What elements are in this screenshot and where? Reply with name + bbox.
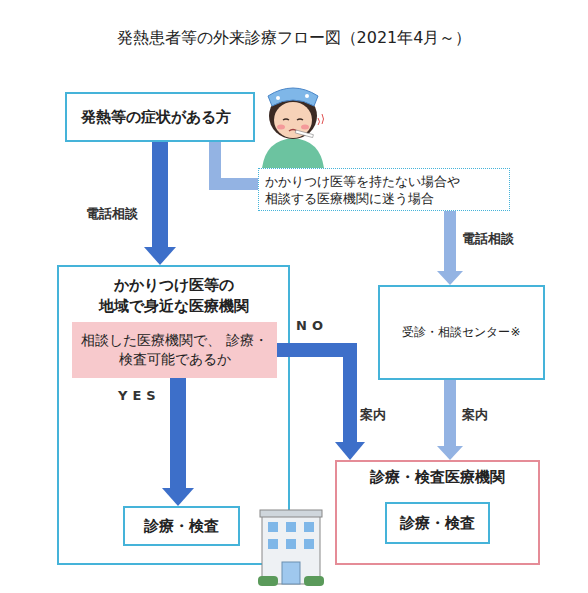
building-illustration bbox=[256, 506, 326, 590]
sick-person-illustration bbox=[252, 78, 334, 168]
edge-label: YES bbox=[118, 388, 161, 403]
diagram-title: 発熱患者等の外来診療フロー図（2021年4月～） bbox=[0, 28, 588, 49]
connector-line bbox=[215, 142, 258, 184]
consult-center-box: 受診・相談センター※ bbox=[378, 285, 545, 380]
flow-label: 案内 bbox=[360, 406, 386, 424]
connector-line bbox=[152, 142, 168, 247]
edge-label: 電話相談 bbox=[86, 205, 138, 223]
connector-line bbox=[444, 380, 456, 446]
node-text: 発熱等の症状がある方 bbox=[81, 108, 231, 127]
connector-line bbox=[170, 378, 186, 488]
process-box: 診療・検査 bbox=[123, 506, 240, 546]
node-text: 診療・検査 bbox=[144, 517, 219, 536]
node-text: かかりつけ医等を持たない場合や 相談する医療機関に迷う場合 bbox=[265, 173, 505, 207]
arrow-head bbox=[335, 442, 365, 460]
node-text: 受診・相談センター※ bbox=[402, 324, 520, 341]
condition-note-box: かかりつけ医等を持たない場合や 相談する医療機関に迷う場合 bbox=[258, 168, 510, 211]
test-facility-box: 診療・検査医療機関診療・検査 bbox=[335, 460, 540, 565]
decision-box: 相談した医療機関で、 診療・検査可能であるか bbox=[72, 322, 277, 378]
edge-label: NO bbox=[296, 318, 328, 333]
arrow-head bbox=[144, 247, 176, 265]
node-text: 診療・検査医療機関 bbox=[337, 468, 538, 487]
process-box: 診療・検査 bbox=[385, 502, 490, 544]
start-box: 発熱等の症状がある方 bbox=[65, 92, 255, 142]
arrow-head bbox=[437, 446, 463, 460]
flow-arrow bbox=[437, 380, 463, 460]
connector-line bbox=[444, 211, 456, 271]
flow-arrow bbox=[144, 142, 176, 265]
flow-arrow bbox=[215, 142, 258, 184]
node-text: かかりつけ医等の 地域で身近な医療機関 bbox=[74, 275, 274, 317]
node-text: 診療・検査 bbox=[400, 514, 475, 533]
flow-arrow bbox=[437, 211, 463, 285]
node-text: 相談した医療機関で、 診療・検査可能であるか bbox=[80, 331, 270, 369]
edge-label: 案内 bbox=[462, 406, 488, 424]
flow-arrow bbox=[277, 350, 365, 460]
arrow-head bbox=[437, 271, 463, 285]
edge-label: 電話相談 bbox=[462, 230, 514, 248]
